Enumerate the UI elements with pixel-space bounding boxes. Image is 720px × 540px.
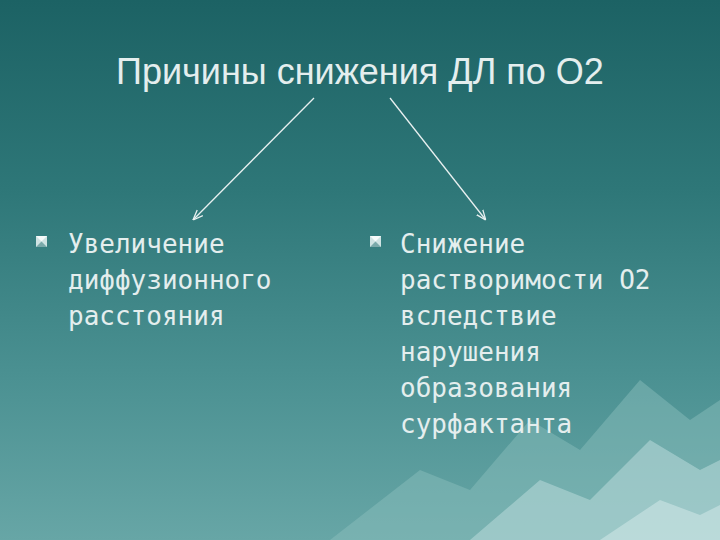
node-text: Причины снижения ДЛ по О2 bbox=[116, 50, 604, 94]
mountain-shape bbox=[330, 380, 720, 540]
bullet-item: Снижение растворимости О2 вследствие нар… bbox=[394, 220, 700, 448]
bullet-symbol bbox=[36, 236, 47, 247]
arrow-connector bbox=[193, 98, 314, 220]
bullet-item: Увеличение диффузионного расстояния bbox=[62, 220, 324, 340]
node-text: Снижение растворимости О2 вследствие нар… bbox=[400, 226, 694, 442]
heading-node: Причины снижения ДЛ по О2 bbox=[112, 46, 608, 98]
arrow-connector bbox=[390, 98, 486, 220]
mountain-shape bbox=[470, 440, 720, 540]
bullet-symbol bbox=[370, 236, 381, 247]
node-text: Увеличение диффузионного расстояния bbox=[68, 226, 318, 334]
mountain-shape bbox=[600, 500, 720, 540]
